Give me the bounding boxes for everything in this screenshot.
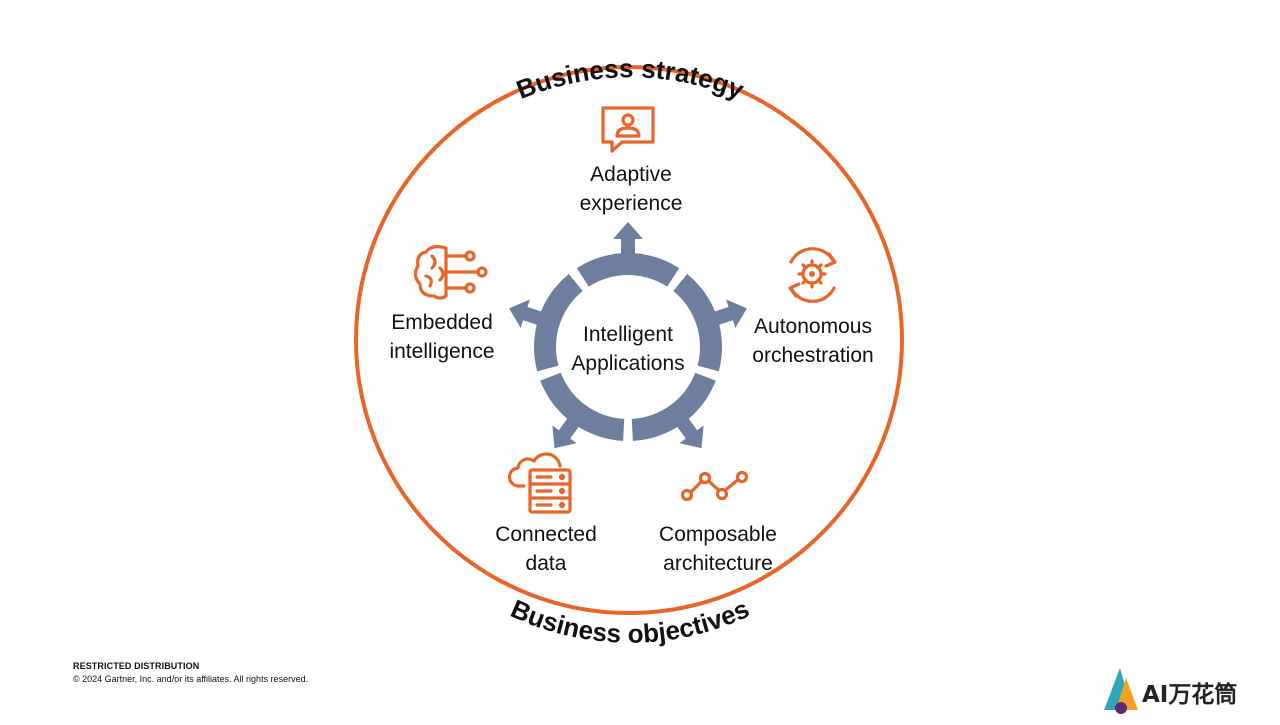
hub-ring-segment (673, 273, 722, 372)
node-label-line1: Composable (659, 523, 777, 546)
hub-arrow (552, 411, 584, 449)
hub-label-line2: Applications (571, 352, 685, 375)
node-label-adaptive-experience: Adaptive experience (580, 160, 683, 218)
watermark-text: AI万花筒 (1142, 681, 1237, 708)
node-label-composable-architecture: Composable architecture (659, 520, 777, 578)
hub-arrow (706, 299, 747, 328)
brain-circuit-icon (413, 245, 488, 300)
node-label-embedded-intelligence: Embedded intelligence (389, 308, 494, 366)
hub-ring-segment (576, 253, 680, 287)
watermark-logo: AI万花筒 (1104, 668, 1237, 714)
copyright-text: © 2024 Gartner, Inc. and/or its affiliat… (73, 674, 309, 684)
connected-nodes-icon (680, 470, 749, 502)
node-label-connected-data: Connected data (495, 520, 597, 578)
cloud-server-icon (507, 452, 572, 514)
gear-refresh-icon (788, 247, 837, 303)
hub-label: Intelligent Applications (571, 320, 684, 378)
business-strategy-label: Business strategy (512, 53, 748, 105)
node-label-autonomous-orchestration: Autonomous orchestration (752, 312, 873, 370)
hub-ring-segment (540, 372, 625, 441)
node-label-line2: data (525, 552, 567, 575)
node-label-line1: Autonomous (754, 315, 872, 338)
hub-arrow (672, 411, 704, 449)
hub-arrow (509, 299, 550, 328)
outer-ring (354, 65, 904, 615)
hub-ring (533, 253, 722, 441)
node-label-line1: Adaptive (590, 163, 672, 186)
node-label-line2: intelligence (389, 340, 495, 363)
presentation-user-icon (601, 106, 655, 153)
hub-ring-segment (533, 273, 583, 372)
hub-label-line1: Intelligent (583, 323, 673, 346)
node-label-line1: Connected (495, 523, 597, 546)
node-label-line1: Embedded (391, 311, 493, 334)
hub-arrows (509, 222, 747, 449)
node-label-line2: architecture (663, 552, 773, 575)
hub-ring-segment (631, 372, 716, 441)
restricted-distribution-label: RESTRICTED DISTRIBUTION (73, 661, 200, 671)
business-objectives-label: Business objectives (507, 593, 754, 648)
node-label-line2: experience (579, 192, 683, 215)
hub-arrow (613, 222, 643, 262)
node-label-line2: orchestration (752, 344, 874, 367)
footer: RESTRICTED DISTRIBUTION © 2024 Gartner, … (73, 661, 308, 684)
